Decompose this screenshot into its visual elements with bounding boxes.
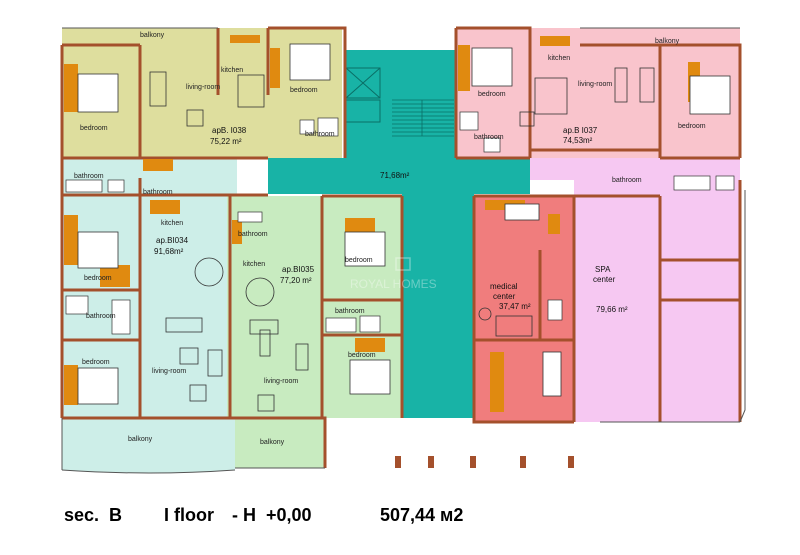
floor-plan: balkony kitchen living-room bedroom bedr… bbox=[60, 26, 746, 474]
label-bathroom-b1035-a: bathroom bbox=[238, 231, 268, 238]
staircase bbox=[392, 99, 454, 137]
label-kitchen-b1038: kitchen bbox=[221, 67, 243, 74]
label-living-b1035: living-room bbox=[264, 378, 298, 385]
living-furniture bbox=[149, 67, 655, 412]
corridor-area: 71,68m² bbox=[380, 171, 410, 180]
label-living-b1038: living-room bbox=[186, 84, 220, 91]
label-balkony-b1034: balkony bbox=[128, 436, 153, 443]
apartment-b1035-area: 77,20 m² bbox=[280, 276, 312, 285]
label-bedroom-b1037-b: bedroom bbox=[678, 123, 706, 130]
label-balkony-b1037: balkony bbox=[655, 38, 680, 45]
apartment-b1038-area: 75,22 m² bbox=[210, 137, 242, 146]
corridor-zone bbox=[268, 50, 530, 418]
medical-center-area: 37,47 m² bbox=[499, 302, 531, 311]
spa-center-label-1: SPA bbox=[595, 265, 611, 274]
footer-level: - H +0,00 bbox=[232, 505, 312, 525]
apartment-b1037-name: ap.B I037 bbox=[563, 126, 598, 135]
plan-footer: sec. B I floor - H +0,00 507,44 м2 bbox=[0, 505, 800, 545]
watermark-text: ROYAL HOMES bbox=[350, 277, 437, 291]
label-bathroom-b1035-b: bathroom bbox=[335, 308, 365, 315]
label-bedroom-b1034-b: bedroom bbox=[82, 359, 110, 366]
label-bedroom-b1038-a: bedroom bbox=[290, 87, 318, 94]
medical-center-label-1: medical bbox=[490, 282, 518, 291]
apartment-b1035-name: ap.BI035 bbox=[282, 265, 315, 274]
columns bbox=[395, 456, 574, 468]
apartment-b1037-area: 74,53m² bbox=[563, 136, 593, 145]
watermark-logo: ROYAL HOMES bbox=[350, 257, 437, 291]
label-bathroom-b1037-a: bathroom bbox=[474, 134, 504, 141]
apartment-b1038-name: apB. I038 bbox=[212, 126, 247, 135]
label-balkony-b1038: balkony bbox=[140, 32, 165, 39]
footer-section: sec. B bbox=[64, 505, 123, 525]
label-bedroom-b1034-a: bedroom bbox=[84, 275, 112, 282]
footer-total: 507,44 м2 bbox=[380, 505, 464, 525]
label-kitchen-b1035: kitchen bbox=[243, 261, 265, 268]
label-bathroom-b1038: bathroom bbox=[305, 131, 335, 138]
label-bedroom-b1035-b: bedroom bbox=[348, 352, 376, 359]
bathroom-fixtures bbox=[65, 111, 735, 335]
apartment-b1034-area: 91,68m² bbox=[154, 247, 184, 256]
walls bbox=[60, 26, 742, 468]
footer-floor: I floor bbox=[164, 505, 214, 525]
thin-walls bbox=[61, 27, 746, 474]
label-bedroom-b1038-b: bedroom bbox=[80, 125, 108, 132]
label-bathroom-b1034-b: bathroom bbox=[143, 189, 173, 196]
label-bathroom-b1034-a: bathroom bbox=[74, 173, 104, 180]
label-kitchen-b1034: kitchen bbox=[161, 220, 183, 227]
beds bbox=[77, 43, 731, 405]
label-kitchen-b1037: kitchen bbox=[548, 55, 570, 62]
label-living-b1037: living-room bbox=[578, 81, 612, 88]
spa-center-label-2: center bbox=[593, 275, 616, 284]
label-living-b1034: living-room bbox=[152, 368, 186, 375]
label-bathroom-b1037-b: bathroom bbox=[612, 177, 642, 184]
medical-center-label-2: center bbox=[493, 292, 516, 301]
spa-center-area: 79,66 m² bbox=[596, 305, 628, 314]
label-bedroom-b1035-a: bedroom bbox=[345, 257, 373, 264]
label-balkony-b1035: balkony bbox=[260, 439, 285, 446]
label-bathroom-b1034-c: bathroom bbox=[86, 313, 116, 320]
label-bedroom-b1037-a: bedroom bbox=[478, 91, 506, 98]
apartment-b1034-name: ap.BI034 bbox=[156, 236, 189, 245]
